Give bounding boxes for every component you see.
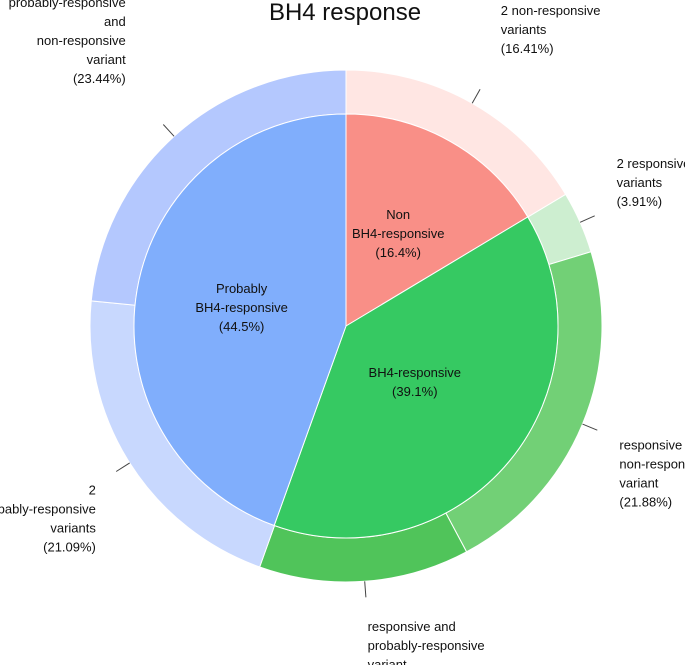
chart-title: BH4 response [269,0,421,26]
leader-line [115,462,130,472]
inner-pie [133,113,559,539]
leader-line [471,89,481,104]
leader-line [579,215,595,223]
inner-slice-non-bh4-responsive [345,113,529,327]
leader-line [162,124,175,137]
inner-slice-probably-bh4-responsive [133,113,347,527]
inner-slice-bh4-responsive [273,216,559,539]
inner-label-bh4-responsive: BH4-responsive(39.1%) [369,365,462,399]
outer-label-responsive-and-non-responsive-variant: responsive andnon-responsivevariant(21.8… [619,437,685,509]
outer-ring [89,69,603,583]
leader-line [582,423,598,431]
leader-line [364,581,367,598]
